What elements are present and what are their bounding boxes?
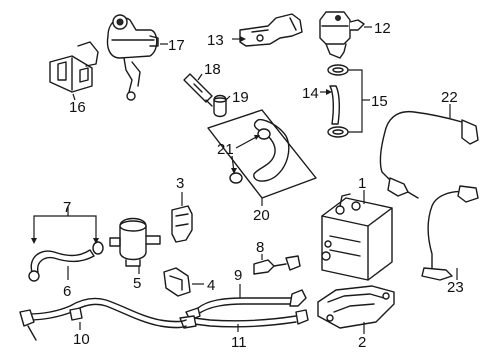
- callout-3: 3: [176, 175, 184, 192]
- callout-6: 6: [63, 283, 71, 300]
- callout-22: 22: [441, 89, 458, 106]
- part-22-o2-sensor: [379, 110, 479, 199]
- callout-4: 4: [207, 277, 215, 294]
- callout-17: 17: [168, 37, 185, 54]
- part-9-vapor-line: [185, 289, 307, 321]
- part-16-bracket: [49, 41, 99, 93]
- callout-12: 12: [374, 20, 391, 37]
- callout-5: 5: [133, 275, 141, 292]
- callout-19: 19: [232, 89, 249, 106]
- callout-10: 10: [73, 331, 90, 348]
- callout-1: 1: [358, 175, 366, 192]
- callout-20: 20: [253, 207, 270, 224]
- leader-21a: [235, 135, 259, 149]
- part-5-valve: [109, 217, 161, 267]
- inset-box-20: [207, 109, 317, 199]
- leader-18: [197, 73, 203, 81]
- part-6-hose: [28, 241, 104, 282]
- part-4-clip: [163, 267, 191, 297]
- leader-19: [225, 95, 231, 101]
- part-15-clamps: [327, 64, 349, 138]
- callout-21: 21: [217, 141, 234, 158]
- part-19-cap: [213, 94, 227, 118]
- callout-11: 11: [231, 334, 247, 351]
- callout-18: 18: [204, 61, 221, 78]
- part-1-charcoal-canister: [321, 193, 393, 281]
- part-12-solenoid-valve: [319, 11, 365, 59]
- callout-8: 8: [256, 239, 264, 256]
- callout-15: 15: [371, 93, 388, 110]
- part-10-vapor-tube: [19, 297, 187, 341]
- part-3-bracket: [171, 205, 193, 243]
- leader-15: [348, 69, 363, 133]
- part-17-purge-valve: [106, 14, 159, 101]
- callout-7: 7: [63, 199, 71, 216]
- part-11-tube: [179, 309, 309, 329]
- part-14-hose: [329, 85, 341, 125]
- part-8-fitting: [253, 255, 301, 275]
- leader-16: [72, 93, 76, 101]
- callout-23: 23: [447, 279, 464, 296]
- callout-2: 2: [358, 334, 366, 351]
- part-23-o2-sensor: [421, 185, 479, 281]
- part-13-bracket: [239, 13, 303, 47]
- part-18-connector: [183, 73, 213, 107]
- callout-9: 9: [234, 267, 242, 284]
- leader-7: [33, 215, 97, 240]
- callout-16: 16: [69, 99, 86, 116]
- callout-14: 14: [302, 85, 319, 102]
- callout-13: 13: [207, 32, 224, 49]
- part-2-canister-bracket: [317, 285, 395, 329]
